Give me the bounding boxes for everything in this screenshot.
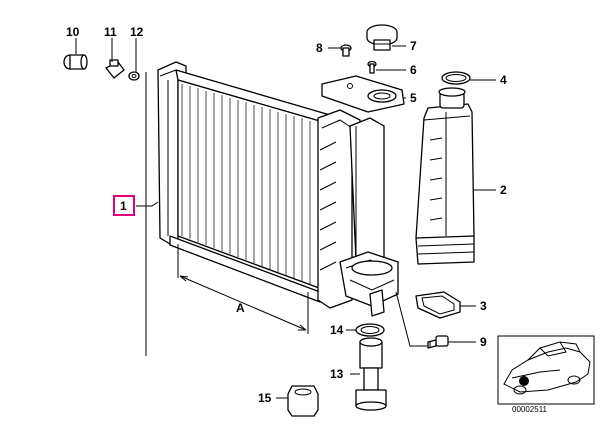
leader-lines (75, 38, 496, 399)
o-ring-14 (355, 323, 385, 337)
callout-6: 6 (410, 63, 417, 77)
sensor-10 (63, 54, 88, 70)
screw-8 (340, 44, 352, 57)
callout-5: 5 (410, 91, 417, 105)
nut-15 (287, 385, 319, 417)
callout-8: 8 (316, 41, 323, 55)
washer-12 (128, 71, 140, 81)
radiator (157, 61, 399, 317)
inset-code: 00002511 (512, 405, 548, 414)
callout-2: 2 (500, 183, 507, 197)
pipe-13 (355, 337, 387, 411)
callout-9: 9 (480, 335, 487, 349)
screw-6 (367, 60, 377, 74)
location-marker (519, 376, 529, 386)
sensor-11 (105, 59, 125, 79)
vehicle-location-inset: 00002511 (497, 335, 595, 414)
tank-bracket (321, 75, 405, 113)
callout-3: 3 (480, 299, 487, 313)
callout-10: 10 (66, 25, 80, 39)
callout-14: 14 (330, 323, 344, 337)
gasket-3 (415, 291, 461, 319)
callout-13: 13 (330, 367, 344, 381)
callout-4: 4 (500, 73, 507, 87)
callout-15: 15 (258, 391, 272, 405)
callout-labels: 10 11 12 8 7 6 4 5 2 3 14 9 13 15 A 1 (66, 25, 507, 405)
drain-plug-9 (427, 335, 449, 349)
highlighted-callout-box (113, 195, 135, 216)
dimension-a-label: A (236, 301, 245, 315)
callout-12: 12 (130, 25, 144, 39)
o-ring-4 (441, 71, 471, 85)
callout-7: 7 (410, 39, 417, 53)
callout-11: 11 (104, 25, 117, 39)
filler-cap (366, 24, 398, 51)
callout-1: 1 (120, 199, 127, 213)
radiator-fins (181, 84, 319, 287)
expansion-tank (415, 87, 475, 265)
